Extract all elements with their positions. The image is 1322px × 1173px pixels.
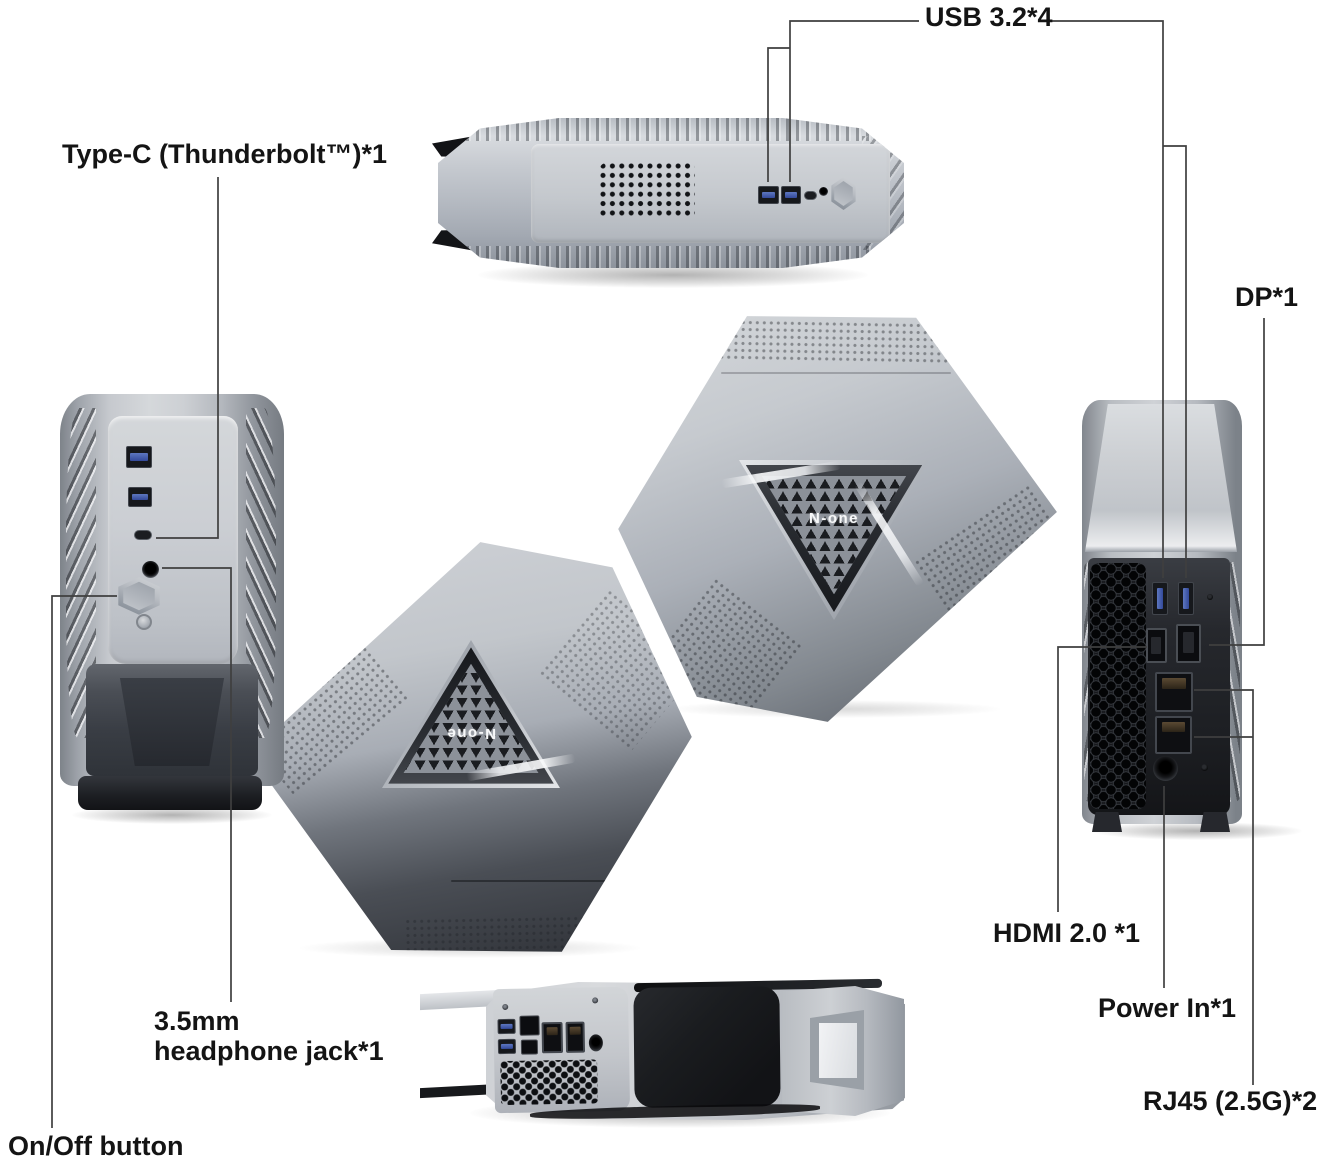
dp-port — [1176, 624, 1201, 663]
dp-port — [520, 1039, 539, 1055]
headphone-jack — [142, 561, 159, 578]
top-hexagon-view: N-one — [616, 300, 1060, 724]
brand-logo: N-one — [809, 510, 859, 527]
label-headphone-line1: 3.5mm — [154, 1006, 240, 1036]
label-hdmi: HDMI 2.0 *1 — [993, 918, 1141, 948]
rib-texture — [465, 118, 877, 141]
vent-triangle: N-one — [721, 460, 929, 620]
usb-port — [758, 186, 779, 204]
rj45-port — [1155, 716, 1192, 754]
type-c-port — [804, 191, 817, 200]
label-headphone: 3.5mm headphone jack*1 — [154, 1006, 414, 1066]
status-led — [1201, 764, 1208, 771]
door-inset — [119, 678, 225, 766]
texture-dots — [912, 485, 1057, 655]
usb-port — [126, 446, 152, 468]
label-usb: USB 3.2*4 — [925, 2, 1053, 32]
honeycomb-vent — [1090, 563, 1146, 809]
label-on-off: On/Off button — [8, 1131, 184, 1161]
rib-texture — [465, 245, 877, 268]
roof-facet — [1085, 404, 1237, 552]
reset-button — [136, 614, 152, 630]
hdmi-port — [1146, 628, 1167, 663]
seam-line — [721, 372, 951, 374]
label-power-in: Power In*1 — [1098, 993, 1237, 1023]
screw — [502, 1003, 509, 1011]
hdmi-port — [519, 1015, 540, 1036]
dc-power-port — [588, 1034, 604, 1052]
rear-panel — [492, 986, 631, 1114]
rubber-pad — [633, 986, 781, 1108]
lower-door — [86, 664, 258, 776]
usb-port — [781, 186, 801, 204]
type-c-port — [134, 530, 152, 540]
rj45-port — [565, 1021, 586, 1053]
top-hexagon-view-rotated: N-one — [246, 540, 694, 968]
seam-line — [451, 880, 661, 882]
usb-port — [1178, 582, 1194, 615]
rear-quarter-view — [420, 978, 905, 1128]
texture-dots — [705, 319, 957, 365]
rj45-port — [1155, 672, 1193, 712]
status-led — [1207, 594, 1213, 600]
base-foot — [1092, 812, 1122, 832]
rj45-port — [541, 1021, 564, 1054]
rear-panel — [1088, 558, 1230, 815]
front-side-view — [56, 392, 288, 822]
texture-dots — [405, 916, 587, 952]
stand-mount — [810, 1010, 864, 1090]
label-headphone-line2: headphone jack*1 — [154, 1036, 384, 1067]
dc-power-port — [1153, 756, 1178, 781]
usb-port — [1152, 582, 1168, 615]
vent-grid — [600, 163, 695, 219]
screw — [592, 997, 599, 1004]
usb-port — [128, 487, 152, 507]
front-top-view — [430, 106, 910, 278]
label-dp: DP*1 — [1235, 282, 1299, 312]
base-foot — [1200, 812, 1230, 832]
headphone-jack — [819, 187, 828, 196]
rear-side-view — [1082, 392, 1262, 834]
label-type-c: Type-C (Thunderbolt™)*1 — [62, 139, 387, 169]
brand-logo: N-one — [446, 725, 496, 742]
texture-dots — [539, 589, 692, 751]
base-foot — [78, 776, 262, 810]
label-rj45: RJ45 (2.5G)*2 — [1143, 1086, 1318, 1116]
vent-grid — [500, 1059, 598, 1106]
usb-port — [497, 1038, 517, 1055]
usb-port — [497, 1018, 516, 1035]
vent-triangle: N-one — [382, 640, 576, 788]
